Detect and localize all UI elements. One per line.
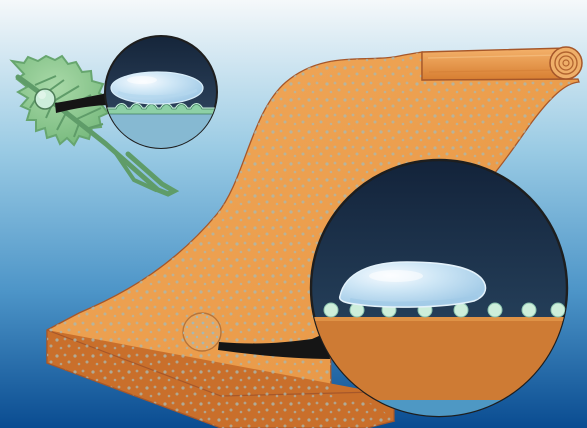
sheet-surface-magnifier-source [183, 313, 221, 351]
leaf-surface-magnifier-source [35, 89, 55, 109]
sheet-roll [422, 47, 582, 80]
leaf-surface-zoom-callout [105, 36, 217, 150]
